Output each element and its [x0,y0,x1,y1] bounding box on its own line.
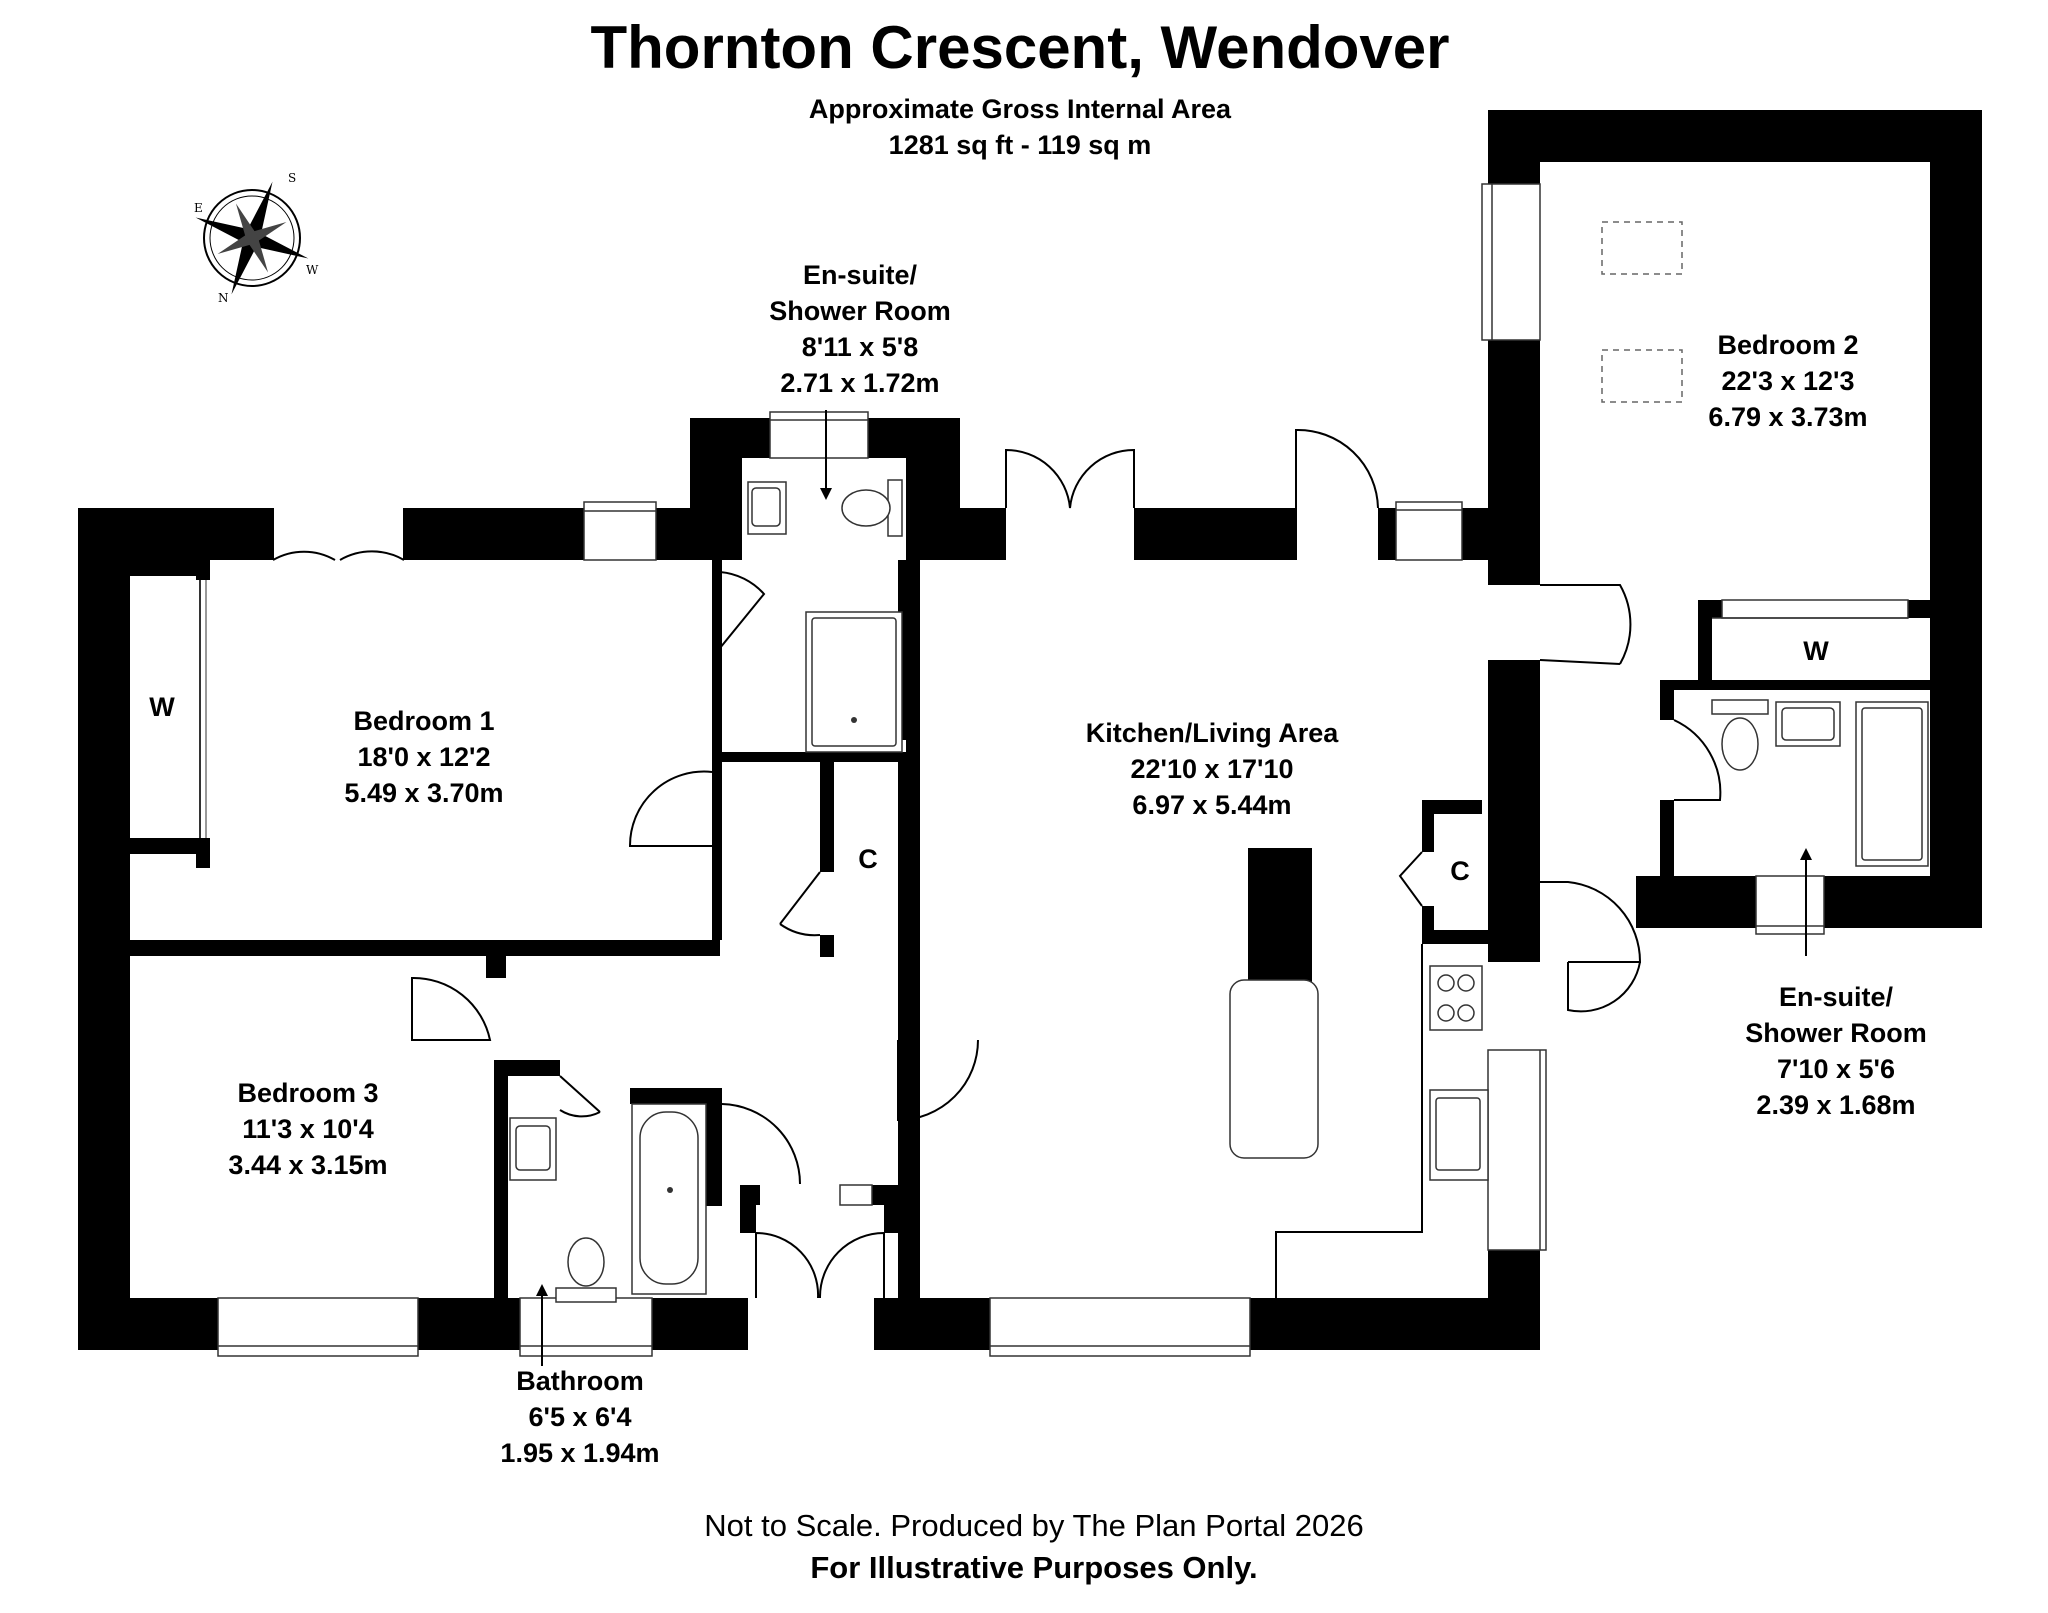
ensuite1-metric: 2.71 x 1.72m [780,368,939,398]
bedroom1-imperial: 18'0 x 12'2 [358,742,491,772]
cupboard-hall: C [858,844,878,874]
ensuite1-name-line1: En-suite/ [803,260,918,290]
room-labels: En-suite/ Shower Room 8'11 x 5'8 2.71 x … [149,260,1927,1468]
bathroom-imperial: 6'5 x 6'4 [529,1402,632,1432]
bedroom2-imperial: 22'3 x 12'3 [1722,366,1855,396]
compass-letter-e: E [194,201,203,215]
wardrobe-bedroom1: W [149,692,175,722]
plan-title: Thornton Crescent, Wendover [591,14,1450,81]
footer-disclaimer: Not to Scale. Produced by The Plan Porta… [704,1508,1363,1543]
ensuite2-name-line1: En-suite/ [1779,982,1894,1012]
ensuite2-imperial: 7'10 x 5'6 [1777,1054,1895,1084]
kitchen-metric: 6.97 x 5.44m [1132,790,1291,820]
ensuite1-name-line2: Shower Room [769,296,951,326]
bathroom-metric: 1.95 x 1.94m [500,1438,659,1468]
footer-illustrative: For Illustrative Purposes Only. [810,1550,1257,1585]
cupboard-kitchen: C [1450,856,1470,886]
bathroom-name: Bathroom [516,1366,644,1396]
ensuite2-metric: 2.39 x 1.68m [1756,1090,1915,1120]
ensuite1-pointer-head [820,488,832,500]
wardrobe-bedroom2: W [1803,636,1829,666]
bedroom1-metric: 5.49 x 3.70m [344,778,503,808]
compass-letter-n: N [218,291,229,305]
doors [272,428,1722,1299]
area-subtitle: Approximate Gross Internal Area [809,94,1232,124]
bedroom3-name: Bedroom 3 [237,1078,378,1108]
bedroom2-metric: 6.79 x 3.73m [1708,402,1867,432]
walls [78,110,1982,1350]
ensuite1-imperial: 8'11 x 5'8 [802,332,918,362]
bathroom-pointer-head [536,1284,548,1296]
ensuite2-pointer-head [1800,848,1812,860]
ensuite2-name-line2: Shower Room [1745,1018,1927,1048]
compass-letter-w: W [306,263,319,277]
compass-letter-s: S [288,171,296,185]
kitchen-imperial: 22'10 x 17'10 [1131,754,1294,784]
bedroom3-imperial: 11'3 x 10'4 [242,1114,373,1144]
kitchen-name: Kitchen/Living Area [1086,718,1340,748]
bedroom1-name: Bedroom 1 [353,706,494,736]
bedroom3-metric: 3.44 x 3.15m [228,1150,387,1180]
bedroom2-name: Bedroom 2 [1717,330,1858,360]
fixtures [199,221,1929,1303]
compass-icon: S E W N [194,171,319,305]
area-value: 1281 sq ft - 119 sq m [889,130,1152,160]
